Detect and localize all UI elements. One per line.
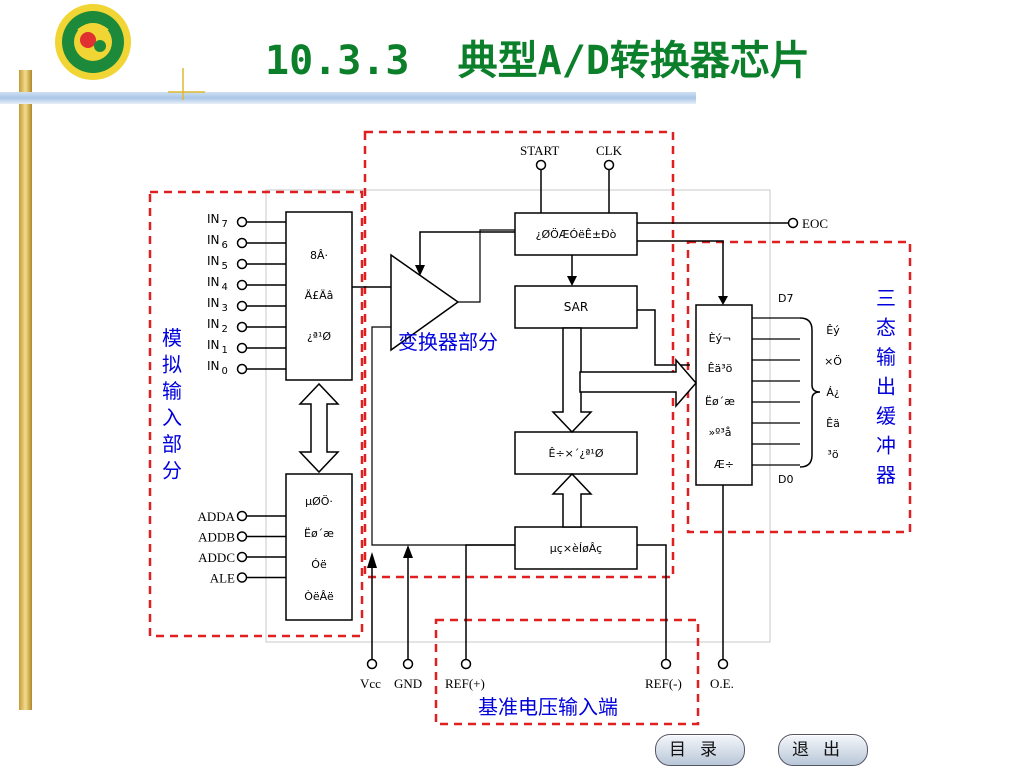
mux-line-1: 8Â· <box>310 249 328 262</box>
contents-button[interactable]: 目录 <box>655 734 745 766</box>
output-note-3: Á¿ <box>826 386 840 399</box>
mux-block <box>285 211 353 381</box>
input-pin <box>236 258 248 270</box>
clk-pin <box>603 159 615 171</box>
d7-label: D7 <box>778 292 793 305</box>
region-converter <box>363 130 675 579</box>
region-analog-input <box>148 190 364 638</box>
eoc-pin <box>787 217 799 229</box>
oe-label: O.E. <box>710 676 734 691</box>
left-decor-bar <box>19 70 32 710</box>
decoder-block <box>285 473 353 621</box>
reference-input-region-label: 基准电压输入端 <box>478 695 618 719</box>
decoder-line-4: ÒëÂë <box>304 590 334 603</box>
address-pin <box>236 510 248 522</box>
address-pin-label: ADDB <box>198 530 235 545</box>
comparator-symbol <box>390 253 460 352</box>
address-pin-label: ADDA <box>197 509 235 524</box>
vcc-label: Vcc <box>360 676 381 691</box>
region-tristate-buffer <box>686 240 912 534</box>
analog-input-region-label: 模拟输入部分 <box>162 326 182 483</box>
address-pin-label: ALE <box>210 571 235 586</box>
latch-line-3: Ëø´æ <box>705 395 735 408</box>
latch-line-5: Æ÷ <box>714 458 734 471</box>
latch-line-2: Êä³ö <box>708 362 733 375</box>
latch-line-4: »º³å <box>708 426 731 439</box>
input-pin <box>236 279 248 291</box>
start-pin <box>535 159 547 171</box>
address-pin-label: ADDC <box>198 550 235 565</box>
decoder-line-1: µØÖ· <box>305 495 333 508</box>
control-block <box>514 212 638 256</box>
dac-label: Ê÷×´¿ª¹Ø <box>549 447 604 460</box>
chip-outline <box>265 189 771 643</box>
control-label: ¿ØÖÆÓëÊ±Ðò <box>536 228 617 241</box>
address-pin <box>236 551 248 563</box>
page-title: 10.3.3 典型A/D转换器芯片 <box>265 38 810 84</box>
converter-region-label: 变换器部分 <box>398 330 498 354</box>
start-label: START <box>520 143 559 158</box>
output-note-1: Êý <box>826 324 840 337</box>
resistor-label: µç×èÍøÂç <box>550 542 602 555</box>
gnd-pin <box>402 658 414 670</box>
latch-line-1: Èý¬ <box>709 332 732 345</box>
top-decor-bar <box>0 92 696 104</box>
oe-pin <box>717 658 729 670</box>
mux-line-3: ¿ª¹Ø <box>307 330 331 343</box>
resistor-block <box>514 526 638 570</box>
input-pin <box>236 321 248 333</box>
latch-block <box>695 304 753 486</box>
resistor-dac-arrow <box>551 472 593 528</box>
ref-plus-pin <box>460 658 472 670</box>
vcc-pin <box>366 658 378 670</box>
ref-minus-label: REF(-) <box>645 676 682 691</box>
data-brace <box>799 317 821 468</box>
input-pin <box>236 216 248 228</box>
region-reference-input <box>434 618 700 726</box>
input-pin <box>236 342 248 354</box>
mux-decoder-arrow <box>298 382 340 474</box>
university-logo-icon <box>55 4 131 80</box>
sar-dac-arrow <box>551 327 593 434</box>
tristate-buffer-region-label: 三态输出缓冲器 <box>876 286 896 487</box>
sar-latch-arrow <box>579 357 697 409</box>
mux-line-2: Ä£Äâ <box>305 289 334 302</box>
decoder-line-3: Óë <box>311 558 327 571</box>
clk-label: CLK <box>596 143 623 158</box>
input-pin <box>236 300 248 312</box>
output-note-2: ×Ö <box>824 355 842 368</box>
decoder-line-2: Ëø´æ <box>304 527 334 540</box>
dac-block <box>514 431 638 475</box>
input-pin <box>236 363 248 375</box>
address-pin <box>236 531 248 542</box>
input-pin <box>236 237 248 249</box>
exit-button[interactable]: 退出 <box>778 734 868 766</box>
output-note-4: Êä <box>826 417 840 430</box>
gnd-label: GND <box>394 676 422 691</box>
sar-block <box>514 285 638 329</box>
sar-label: SAR <box>564 300 588 314</box>
address-pin <box>236 572 248 583</box>
address-pins: ADDA ADDB ADDC ALE <box>197 509 286 586</box>
ref-plus-label: REF(+) <box>445 676 485 691</box>
eoc-label: EOC <box>802 216 828 231</box>
d0-label: D0 <box>778 473 793 486</box>
data-output-lines <box>752 317 800 466</box>
ref-minus-pin <box>660 658 672 670</box>
output-note-5: ³ö <box>827 448 838 461</box>
